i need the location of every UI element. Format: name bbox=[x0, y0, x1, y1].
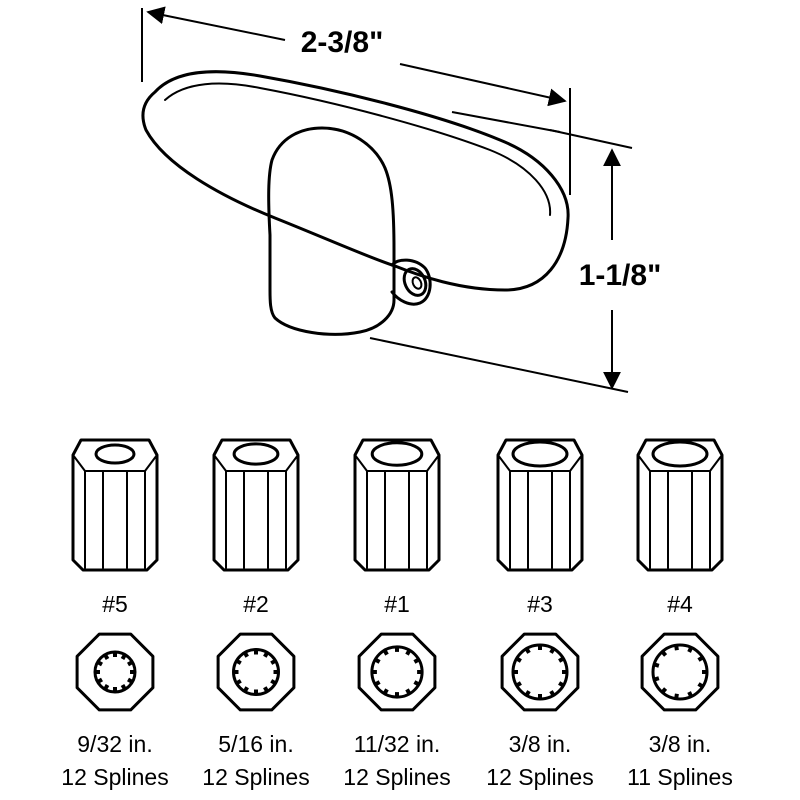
adapter-size-label: 11/32 in. bbox=[354, 731, 441, 757]
height-dimension-label: 1-1/8" bbox=[579, 259, 662, 292]
t-handle-illustration bbox=[141, 70, 570, 336]
spline-tooth bbox=[375, 658, 381, 664]
adapter-number-label: #1 bbox=[384, 591, 410, 617]
adapter-number-label: #4 bbox=[667, 591, 693, 617]
spline-tooth bbox=[674, 645, 679, 651]
adapter-number-label: #5 bbox=[102, 591, 128, 617]
handle-paddle-rim bbox=[164, 82, 552, 216]
spline-tooth bbox=[558, 681, 564, 687]
spline-tooth bbox=[558, 657, 564, 663]
spline-tooth bbox=[236, 659, 242, 665]
adapter-splines-label: 12 Splines bbox=[486, 764, 593, 790]
spline-tooth bbox=[243, 652, 249, 658]
adapter-number-label: #3 bbox=[527, 591, 553, 617]
spline-tooth bbox=[661, 687, 668, 693]
adapter-sleeve-icon bbox=[71, 438, 159, 572]
spline-tooth bbox=[525, 648, 531, 654]
adapter-number-label: #2 bbox=[243, 591, 269, 617]
spline-tooth bbox=[97, 677, 103, 684]
adapter-end-view-icon bbox=[75, 632, 155, 712]
handle-neck bbox=[267, 126, 396, 336]
adapter-sleeve-icon bbox=[496, 438, 584, 572]
spline-tooth bbox=[516, 657, 522, 663]
spline-tooth bbox=[103, 684, 110, 690]
spline-tooth bbox=[516, 681, 522, 687]
adapter-end-view-icon bbox=[216, 632, 296, 712]
adapter-sleeve-icon bbox=[353, 438, 441, 572]
adapter-splines-label: 12 Splines bbox=[343, 764, 450, 790]
adapter-row: #5 9/32 in. 12 Splines #2 5/16 in. 12 Splines… bbox=[61, 438, 733, 790]
spline-tooth bbox=[413, 680, 419, 686]
spline-tooth bbox=[549, 690, 555, 696]
adapter-sleeve-icon bbox=[212, 438, 300, 572]
adapter-end-view-icon bbox=[357, 632, 437, 712]
spline-tooth bbox=[661, 651, 668, 657]
spline-tooth bbox=[263, 652, 269, 658]
length-dimension: 2-3/8" bbox=[141, 6, 571, 195]
adapter-splines-label: 11 Splines bbox=[627, 764, 733, 790]
adapter-1: #5 9/32 in. 12 Splines bbox=[61, 438, 169, 790]
adapter-size-label: 3/8 in. bbox=[509, 731, 572, 757]
adapter-2: #2 5/16 in. 12 Splines bbox=[202, 438, 310, 790]
adapter-splines-label: 12 Splines bbox=[61, 764, 168, 790]
spline-tooth bbox=[674, 693, 679, 699]
spline-tooth bbox=[236, 679, 242, 685]
set-screw-icon bbox=[390, 258, 432, 306]
spline-tooth bbox=[549, 648, 555, 654]
spline-tooth bbox=[127, 660, 133, 667]
spline-tooth bbox=[263, 686, 269, 692]
spline-tooth bbox=[120, 684, 127, 690]
spline-tooth bbox=[103, 654, 110, 660]
spline-tooth bbox=[120, 654, 127, 660]
spline-tooth bbox=[270, 679, 276, 685]
spline-tooth bbox=[383, 650, 389, 656]
adapter-end-view-icon bbox=[640, 632, 720, 712]
spline-tooth bbox=[383, 688, 389, 694]
adapter-splines-label: 12 Splines bbox=[202, 764, 309, 790]
spline-tooth bbox=[270, 659, 276, 665]
spline-tooth bbox=[687, 691, 693, 697]
spline-tooth bbox=[243, 686, 249, 692]
adapter-end-view-icon bbox=[500, 632, 580, 712]
spline-tooth bbox=[375, 680, 381, 686]
length-dimension-label: 2-3/8" bbox=[301, 26, 384, 59]
adapter-sleeve-icon bbox=[636, 438, 724, 572]
spline-tooth bbox=[127, 677, 133, 684]
adapter-size-label: 3/8 in. bbox=[649, 731, 712, 757]
spline-tooth bbox=[97, 660, 103, 667]
spline-tooth bbox=[405, 688, 411, 694]
adapter-4: #3 3/8 in. 12 Splines bbox=[486, 438, 594, 790]
adapter-size-label: 9/32 in. bbox=[77, 731, 152, 757]
adapter-3: #1 11/32 in. 12 Splines bbox=[343, 438, 451, 790]
adapter-5: #4 3/8 in. 11 Splines bbox=[627, 438, 733, 790]
adapter-size-label: 5/16 in. bbox=[218, 731, 293, 757]
spline-tooth bbox=[697, 656, 703, 662]
spline-tooth bbox=[405, 650, 411, 656]
spline-tooth bbox=[654, 676, 660, 682]
handle-paddle-outline bbox=[141, 70, 570, 292]
spline-tooth bbox=[687, 647, 693, 653]
height-dimension: 1-1/8" bbox=[369, 129, 662, 393]
spline-tooth bbox=[654, 662, 660, 668]
spline-tooth bbox=[413, 658, 419, 664]
spline-tooth bbox=[697, 682, 703, 688]
spline-tooth bbox=[525, 690, 531, 696]
